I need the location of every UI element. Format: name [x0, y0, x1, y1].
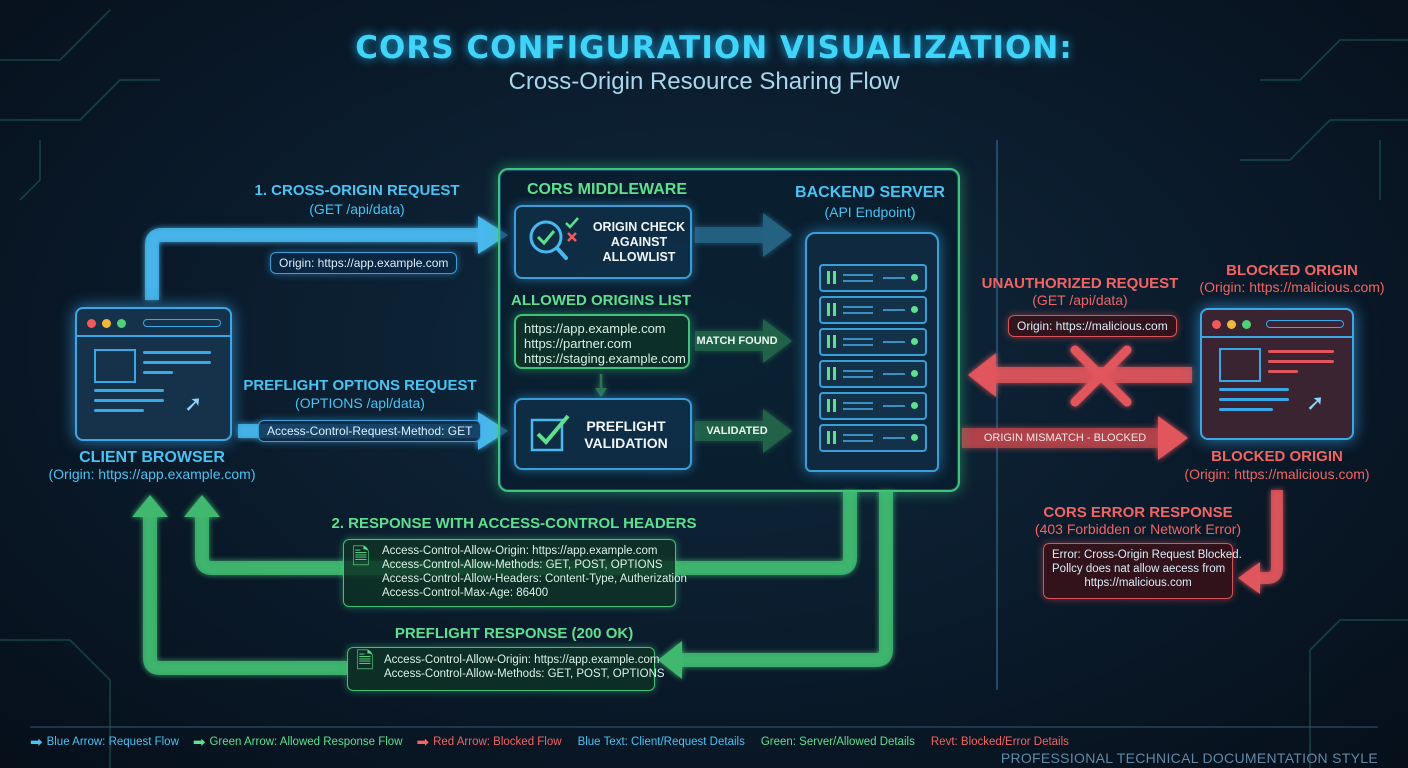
unauthorized-label: UNAUTHORIZED REQUEST: [981, 275, 1179, 292]
preflight-response-header: Access-Control-Allow-Origin: https://app…: [384, 654, 660, 666]
allowed-origins-list: https://app.example.com https://partner.…: [514, 314, 690, 369]
allowed-origin: https://partner.com: [524, 336, 632, 351]
page-title: CORS CONFIGURATION VISUALIZATION:: [355, 30, 1073, 66]
cors-error-arrow: [1238, 490, 1283, 594]
red-arrow-icon: ➡: [416, 734, 430, 751]
preflight-validation-label: PREFLIGHT VALIDATION: [584, 418, 668, 451]
response-label: 2. RESPONSE WITH ACCESS-CONTROL HEADERS: [331, 515, 697, 532]
server-unit: [819, 424, 927, 452]
match-found-label: MATCH FOUND: [696, 335, 778, 347]
allowed-origins-label: ALLOWED ORIGINS LIST: [511, 292, 691, 309]
document-icon: 🗎: [352, 544, 370, 569]
legend-item: Green Arrow: Allowed Response Flow: [209, 736, 403, 748]
legend-item: Green: Server/Allowed Details: [760, 736, 915, 748]
middleware-label: CORS MIDDLEWARE: [527, 181, 687, 198]
blocked-browser-icon: ➚: [1200, 308, 1354, 440]
unauthorized-request-arrow: [968, 353, 1192, 397]
cursor-icon: ➚: [184, 391, 203, 416]
preflight-response-headers-box: 🗎 Access-Control-Allow-Origin: https://a…: [347, 647, 665, 691]
response-header: Access-Control-Max-Age: 86400: [382, 587, 549, 599]
server-rack-icon: [805, 232, 939, 472]
origin-mismatch-label: ORIGIN MISMATCH - BLOCKED: [983, 432, 1147, 444]
legend-item: Red Arrow: Blocked Flow: [433, 736, 562, 748]
legend-item: Blue Arrow: Request Flow: [46, 736, 179, 748]
document-icon: 🗎: [356, 648, 374, 673]
origin-check-box: ORIGIN CHECK AGAINST ALLOWLIST: [514, 205, 692, 279]
cors-error-label: CORS ERROR RESPONSE: [1043, 504, 1233, 521]
blocked-origin-top: (Origin: https://malicious.com): [1199, 279, 1385, 295]
origin-check-label: ORIGIN CHECK AGAINST ALLOWLIST: [592, 220, 686, 264]
cors-error-box: Error: Cross-Origin Request Blocked. Pol…: [1043, 543, 1242, 599]
client-origin: (Origin: https://app.example.com): [48, 466, 256, 482]
server-sublabel: (API Endpoint): [824, 204, 916, 220]
magnifier-check-icon: [529, 217, 579, 260]
legend-item: Revt: Blocked/Error Details: [930, 736, 1069, 748]
server-unit: [819, 264, 927, 292]
green-arrow-icon: ➡: [192, 734, 206, 751]
allowed-origin: https://staging.example.com: [524, 351, 686, 366]
error-line: Pollcy does nat allow aecess from: [1052, 563, 1226, 575]
preflight-request-label: PREFLIGHT OPTIONS REQUEST: [243, 377, 477, 394]
blocked-origin-label-top: BLOCKED ORIGIN: [1226, 262, 1358, 279]
allowed-origin: https://app.example.com: [524, 321, 666, 336]
circuit-decoration: [0, 9, 1408, 768]
page-subtitle: Cross-Origin Resource Sharing Flow: [508, 68, 900, 95]
checkbox-icon: [530, 414, 570, 452]
legend: ➡ Blue Arrow: Request Flow ➡ Green Arrow…: [30, 733, 1069, 751]
request-label: 1. CROSS-ORIGIN REQUEST: [254, 182, 460, 199]
error-line: https://malicious.com: [1084, 577, 1192, 589]
preflight-validation-box: PREFLIGHT VALIDATION: [514, 398, 692, 470]
blocked-origin-label-bottom: BLOCKED ORIGIN: [1211, 448, 1343, 465]
response-header: Access-Control-Allow-Methods: GET, POST,…: [382, 559, 663, 571]
blue-arrow-icon: ➡: [30, 734, 43, 751]
server-unit: [819, 392, 927, 420]
unauthorized-method: (GET /api/data): [1032, 292, 1128, 308]
response-header: Access-Control-Allow-Origin: https://app…: [382, 545, 658, 557]
client-browser-icon: ➚: [75, 307, 232, 441]
cursor-icon: ➚: [1306, 390, 1325, 415]
request-method: (GET /api/data): [309, 201, 405, 217]
client-label: CLIENT BROWSER: [79, 449, 225, 466]
origin-mismatch-arrow: [962, 416, 1188, 460]
legend-item: Blue Text: Client/Request Details: [577, 736, 745, 748]
server-label: BACKEND SERVER: [795, 184, 945, 201]
server-unit: [819, 360, 927, 388]
preflight-response-arrow: [132, 490, 893, 679]
cors-error-sub: (403 Forbidden or Network Error): [1034, 521, 1242, 537]
error-line: Error: Cross-Origin Request Blocked.: [1052, 549, 1242, 561]
server-unit: [819, 296, 927, 324]
response-headers-box: 🗎 Access-Control-Allow-Origin: https://a…: [343, 539, 687, 607]
preflight-response-header: Access-Control-Allow-Methods: GET, POST,…: [384, 668, 665, 680]
unauthorized-origin-header: Origin: https://malicious.com: [1008, 315, 1177, 337]
validated-label: VALIDATED: [706, 425, 768, 437]
server-unit: [819, 328, 927, 356]
preflight-request-method: (OPTIONS /apl/data): [295, 395, 425, 411]
blocked-x-icon: [1070, 345, 1132, 407]
blocked-origin-bottom: (Origin: https://malicious.com): [1184, 466, 1370, 482]
request-origin-header: Origin: https://app.example.com: [270, 252, 458, 274]
preflight-response-label: PREFLIGHT RESPONSE (200 OK): [394, 625, 634, 642]
preflight-request-header: Access-Control-Request-Method: GET: [258, 420, 482, 442]
response-header: Access-Control-Allow-Headers: Content-Ty…: [382, 573, 687, 585]
style-note: PROFESSIONAL TECHNICAL DOCUMENTATION STY…: [1000, 750, 1378, 766]
request-arrow: [145, 216, 508, 300]
